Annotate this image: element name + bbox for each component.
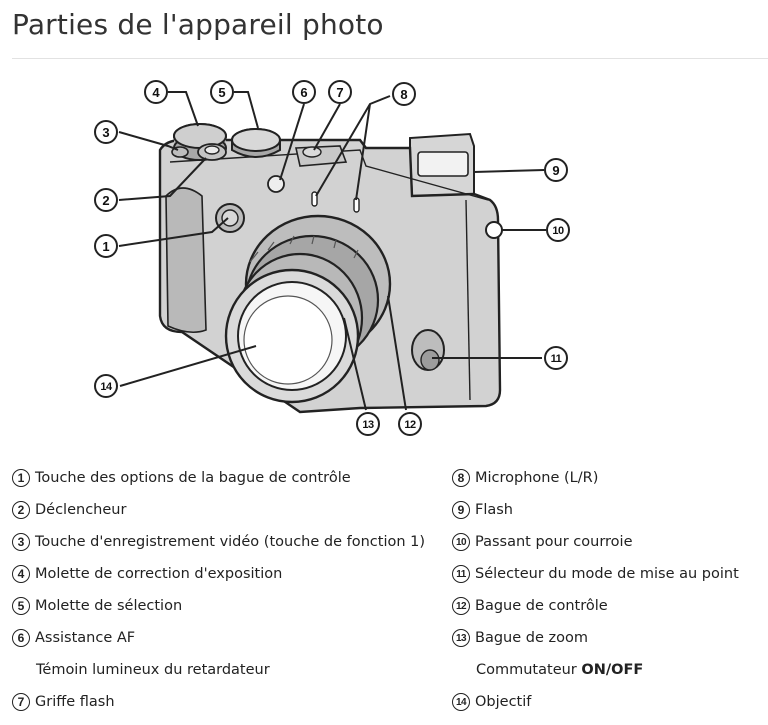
legend-item: 12 Bague de contrôle bbox=[452, 590, 768, 622]
legend-text: Déclencheur bbox=[35, 502, 127, 518]
legend-number: 11 bbox=[452, 565, 470, 583]
legend-number: 2 bbox=[12, 501, 30, 519]
legend-number: 14 bbox=[452, 693, 470, 711]
legend-item: Commutateur ON/OFF bbox=[452, 654, 768, 686]
legend-text-bold: ON/OFF bbox=[581, 662, 644, 678]
legend-text: Griffe flash bbox=[35, 694, 115, 710]
legend-number: 9 bbox=[452, 501, 470, 519]
camera-illustration: 1 2 3 4 5 6 7 8 9 10 11 12 13 14 bbox=[0, 70, 768, 450]
legend-right: 8 Microphone (L/R) 9 Flash 10 Passant pour … bbox=[452, 462, 768, 718]
legend-item: 7 Griffe flash bbox=[12, 686, 442, 718]
callout-9: 9 bbox=[552, 163, 559, 178]
legend-number: 7 bbox=[12, 693, 30, 711]
legend-item: 2 Déclencheur bbox=[12, 494, 442, 526]
legend-text: Molette de sélection bbox=[35, 598, 183, 614]
legend-item: 5 Molette de sélection bbox=[12, 590, 442, 622]
legend-item: 14 Objectif bbox=[452, 686, 768, 718]
legend-text: Bague de zoom bbox=[475, 630, 588, 646]
title-divider bbox=[12, 58, 768, 59]
callout-10: 10 bbox=[552, 225, 564, 237]
legend-number: 10 bbox=[452, 533, 470, 551]
legend-item: 3 Touche d'enregistrement vidéo (touche d… bbox=[12, 526, 442, 558]
legend-text: Bague de contrôle bbox=[475, 598, 608, 614]
callout-8: 8 bbox=[400, 87, 407, 102]
legend-text: Flash bbox=[475, 502, 513, 518]
legend-number: 4 bbox=[12, 565, 30, 583]
legend-number: 3 bbox=[12, 533, 30, 551]
legend-number: 1 bbox=[12, 469, 30, 487]
legend-text: Sélecteur du mode de mise au point bbox=[475, 566, 739, 582]
callout-3: 3 bbox=[102, 125, 109, 140]
legend-text: Passant pour courroie bbox=[475, 534, 633, 550]
callout-12: 12 bbox=[404, 419, 416, 431]
legend-item: 6 Assistance AF bbox=[12, 622, 442, 654]
legend-item: 9 Flash bbox=[452, 494, 768, 526]
legend-text: Molette de correction d'exposition bbox=[35, 566, 283, 582]
legend-number: 8 bbox=[452, 469, 470, 487]
legend-number: 5 bbox=[12, 597, 30, 615]
callout-14: 14 bbox=[100, 381, 113, 393]
callout-1: 1 bbox=[102, 239, 109, 254]
legend-item: 1 Touche des options de la bague de contr… bbox=[12, 462, 442, 494]
legend-item: 13 Bague de zoom bbox=[452, 622, 768, 654]
legend-text: Témoin lumineux du retardateur bbox=[36, 662, 270, 678]
callout-11: 11 bbox=[551, 353, 562, 365]
legend-text: Commutateur bbox=[476, 662, 582, 678]
legend-text: Microphone (L/R) bbox=[475, 470, 599, 486]
legend-text: Assistance AF bbox=[35, 630, 136, 646]
page-title: Parties de l'appareil photo bbox=[12, 8, 384, 41]
legend-number: 13 bbox=[452, 629, 470, 647]
callout-7: 7 bbox=[336, 85, 343, 100]
callout-6: 6 bbox=[300, 85, 307, 100]
legend-number: 6 bbox=[12, 629, 30, 647]
callout-5: 5 bbox=[218, 85, 225, 100]
legend-item: 8 Microphone (L/R) bbox=[452, 462, 768, 494]
legend-item: 10 Passant pour courroie bbox=[452, 526, 768, 558]
callout-13: 13 bbox=[362, 419, 374, 431]
legend-left: 1 Touche des options de la bague de contr… bbox=[12, 462, 442, 718]
legend-text: Touche des options de la bague de contrô… bbox=[35, 470, 351, 486]
camera-diagram: 1 2 3 4 5 6 7 8 9 10 11 12 13 14 bbox=[94, 80, 570, 436]
legend-item: 11 Sélecteur du mode de mise au point bbox=[452, 558, 768, 590]
legend-number: 12 bbox=[452, 597, 470, 615]
callout-4: 4 bbox=[152, 85, 160, 100]
callout-2: 2 bbox=[102, 193, 109, 208]
legend-text: Touche d'enregistrement vidéo (touche de… bbox=[35, 534, 426, 550]
legend-text: Objectif bbox=[475, 694, 532, 710]
legend-item: 4 Molette de correction d'exposition bbox=[12, 558, 442, 590]
legend-item: Témoin lumineux du retardateur bbox=[12, 654, 442, 686]
